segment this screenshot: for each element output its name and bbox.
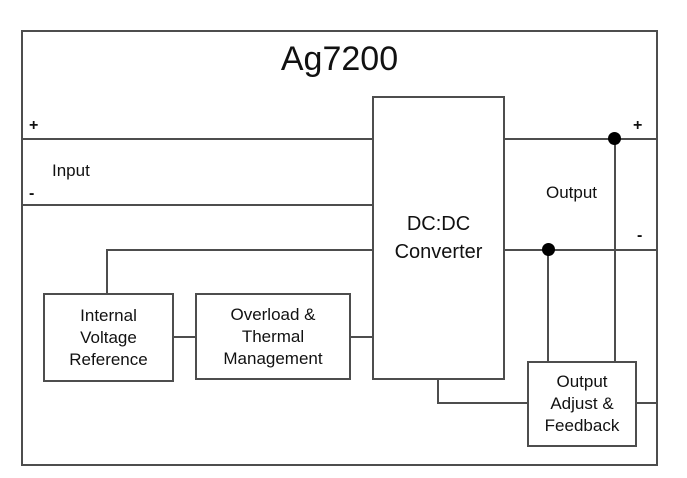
wire-feedback-to-adjust <box>437 402 527 404</box>
block-otm-line1: Overload & <box>230 304 316 324</box>
output-positive-terminal-label: + <box>633 117 643 134</box>
wire-thermal-to-converter <box>351 336 372 338</box>
junction-dot-output-negative <box>542 243 555 256</box>
block-oaf-line1: Output <box>556 372 608 391</box>
junction-dot-output-positive <box>608 132 621 145</box>
block-ivr-line1: Internal <box>80 305 137 325</box>
block-dcdc-converter-line1: DC:DC <box>406 213 471 235</box>
wire-feedback-drop <box>437 380 439 404</box>
wire-input-negative-rail <box>21 204 372 206</box>
input-negative-terminal-label: - <box>29 185 35 202</box>
wire-negative-sense-vertical <box>547 249 549 361</box>
wire-output-negative-rail <box>505 249 658 251</box>
block-otm-line3: Management <box>223 348 323 368</box>
diagram-frame <box>21 30 658 466</box>
wire-positive-sense-vertical <box>614 138 616 361</box>
wire-reference-horizontal <box>106 249 372 251</box>
block-otm-line2: Thermal <box>241 326 305 346</box>
block-internal-voltage-reference: Internal Voltage Reference <box>43 293 174 382</box>
block-ivr-line3: Reference <box>69 349 148 369</box>
wire-input-positive-rail <box>21 138 372 140</box>
block-output-adjust-feedback: Output Adjust & Feedback <box>527 361 637 447</box>
block-ivr-line2: Voltage <box>80 327 137 347</box>
block-oaf-line2: Adjust & <box>550 394 614 413</box>
output-label: Output <box>546 183 598 202</box>
diagram-title: Ag7200 <box>280 40 399 78</box>
wire-reference-to-thermal <box>174 336 195 338</box>
block-overload-thermal-management: Overload & Thermal Management <box>195 293 351 380</box>
block-dcdc-converter: DC:DC Converter <box>372 96 505 380</box>
block-dcdc-converter-line2: Converter <box>394 241 483 263</box>
input-positive-terminal-label: + <box>29 117 39 134</box>
output-negative-terminal-label: - <box>637 227 643 244</box>
wire-output-positive-rail <box>505 138 658 140</box>
wire-reference-vertical <box>106 249 108 293</box>
block-oaf-line3: Feedback <box>544 416 620 435</box>
wire-adjust-to-border <box>637 402 658 404</box>
input-label: Input <box>52 161 90 180</box>
